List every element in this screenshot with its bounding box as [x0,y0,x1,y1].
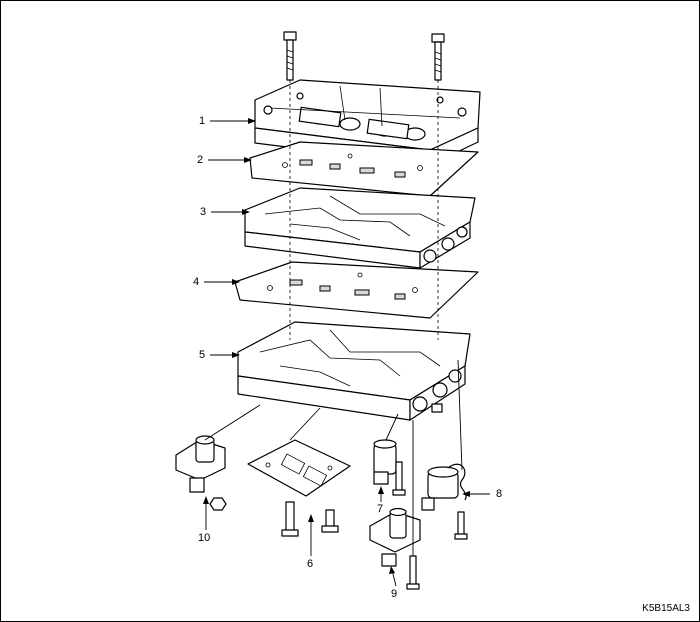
callout-8: 8 [496,488,503,500]
figure-reference-code: K5B15AL3 [642,603,690,614]
top-bolt-left [283,31,297,81]
callout-1: 1 [199,115,206,127]
callout-leaders [203,118,490,587]
top-bolt-right [431,33,445,81]
lower-separator-plate [234,261,479,319]
callout-7: 7 [377,503,384,515]
solenoid-9 [369,507,421,590]
callout-2: 2 [197,154,204,166]
upper-separator-plate [249,141,479,197]
callout-4: 4 [193,276,200,288]
callout-3: 3 [200,206,207,218]
solenoid-10 [175,435,227,511]
solenoid-7 [373,439,406,496]
middle-valve-body [244,187,476,269]
callout-6: 6 [307,558,314,570]
solenoid-8 [421,463,468,540]
callout-5: 5 [199,349,206,361]
filter-plate-6 [247,439,351,537]
callout-10: 10 [198,532,211,544]
lower-valve-body [237,321,471,421]
callout-9: 9 [391,588,398,600]
